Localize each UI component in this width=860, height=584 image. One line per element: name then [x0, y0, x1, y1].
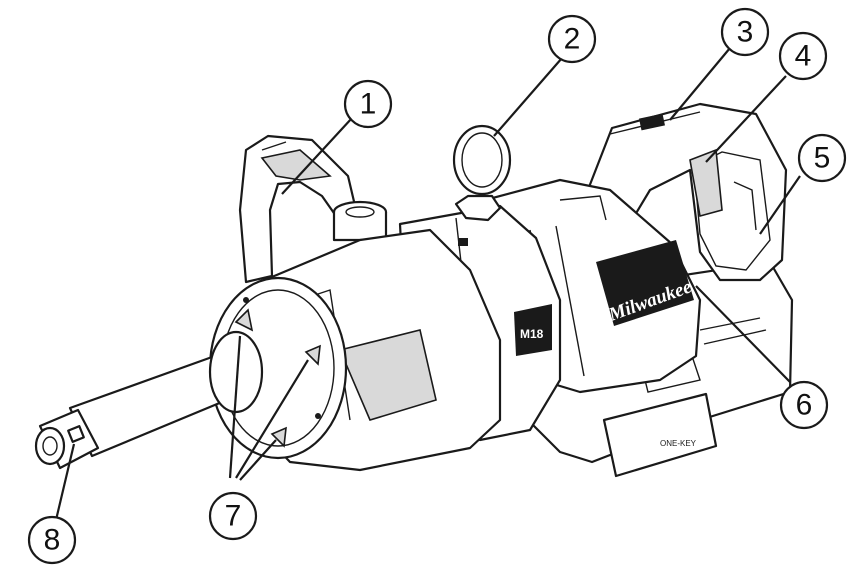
leader-3 [669, 47, 731, 121]
leader-5 [759, 175, 801, 235]
callout-2: 2 [547, 14, 597, 64]
callout-7-label: 7 [225, 500, 242, 533]
side-knob [332, 200, 388, 242]
callout-6: 6 [779, 380, 829, 430]
callout-5: 5 [797, 133, 847, 183]
lifting-ring [452, 124, 512, 222]
callout-1-label: 1 [360, 88, 377, 121]
callout-7: 7 [208, 491, 258, 541]
top-handle [238, 134, 358, 284]
callout-8-label: 8 [44, 524, 61, 557]
leader-7c [239, 439, 277, 481]
callout-1: 1 [343, 79, 393, 129]
callout-8: 8 [27, 515, 77, 565]
leader-7a [228, 335, 242, 479]
leader-7b [235, 359, 309, 479]
m18-logo: M18 [520, 327, 544, 341]
callout-2-label: 2 [564, 23, 581, 56]
leader-4 [705, 75, 787, 163]
leader-2 [493, 57, 563, 137]
impact-wrench-illustration: ONE-KEY Milwaukee FUEL M18 [34, 102, 794, 478]
leader-1 [281, 117, 353, 195]
callout-4: 4 [778, 31, 828, 81]
callout-3: 3 [720, 7, 770, 57]
callout-4-label: 4 [795, 40, 812, 73]
callout-6-label: 6 [796, 389, 813, 422]
callout-3-label: 3 [737, 16, 754, 49]
leader-8 [54, 443, 76, 521]
leader-lines [54, 47, 801, 521]
one-key-label: ONE-KEY [660, 439, 697, 448]
anvil-shaft [34, 330, 264, 470]
rear-handle [582, 102, 788, 282]
leader-6 [695, 285, 791, 383]
callout-5-label: 5 [814, 142, 831, 175]
